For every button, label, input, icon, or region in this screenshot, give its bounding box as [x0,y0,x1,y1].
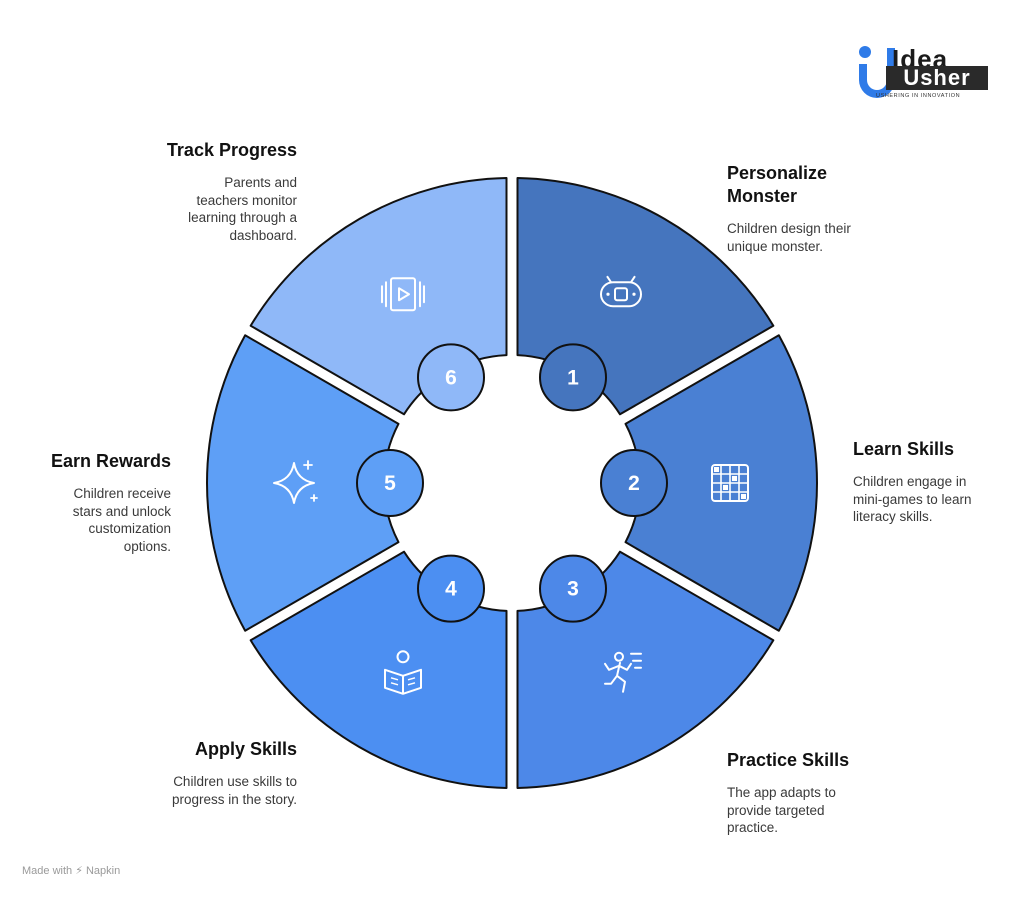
step-4-badge: 4 [417,554,485,623]
step-4-number: 4 [445,578,457,601]
grid-puzzle-icon [711,464,749,502]
step-1-number: 1 [567,366,579,389]
running-person-icon [604,651,642,693]
step-5-badge: 5 [356,449,424,517]
step-1-badge: 1 [539,343,607,412]
made-with-footer: Made with ⚡ Napkin [22,865,121,877]
step-2-title: Learn Skills [853,439,955,459]
logo-tagline: USHERING IN INNOVATION [876,93,961,99]
step-4-title: Apply Skills [194,739,297,759]
video-player-icon [381,277,425,312]
step-2-badge: 2 [600,449,668,517]
logo-wordmark-bottom: Usher [886,66,988,90]
step-3-badge: 3 [539,554,607,623]
step-6-number: 6 [445,366,457,389]
step-6-badge: 6 [417,343,485,412]
step-6-title: Track Progress [166,140,297,160]
reading-person-icon [384,650,422,695]
step-3-title: Practice Skills [727,750,850,770]
step-5-number: 5 [384,472,396,495]
game-controller-icon [600,275,642,308]
step-5-title: Earn Rewards [50,451,171,471]
step-2-number: 2 [628,472,640,495]
step-3-number: 3 [567,578,579,601]
sparkle-star-icon [273,460,318,504]
